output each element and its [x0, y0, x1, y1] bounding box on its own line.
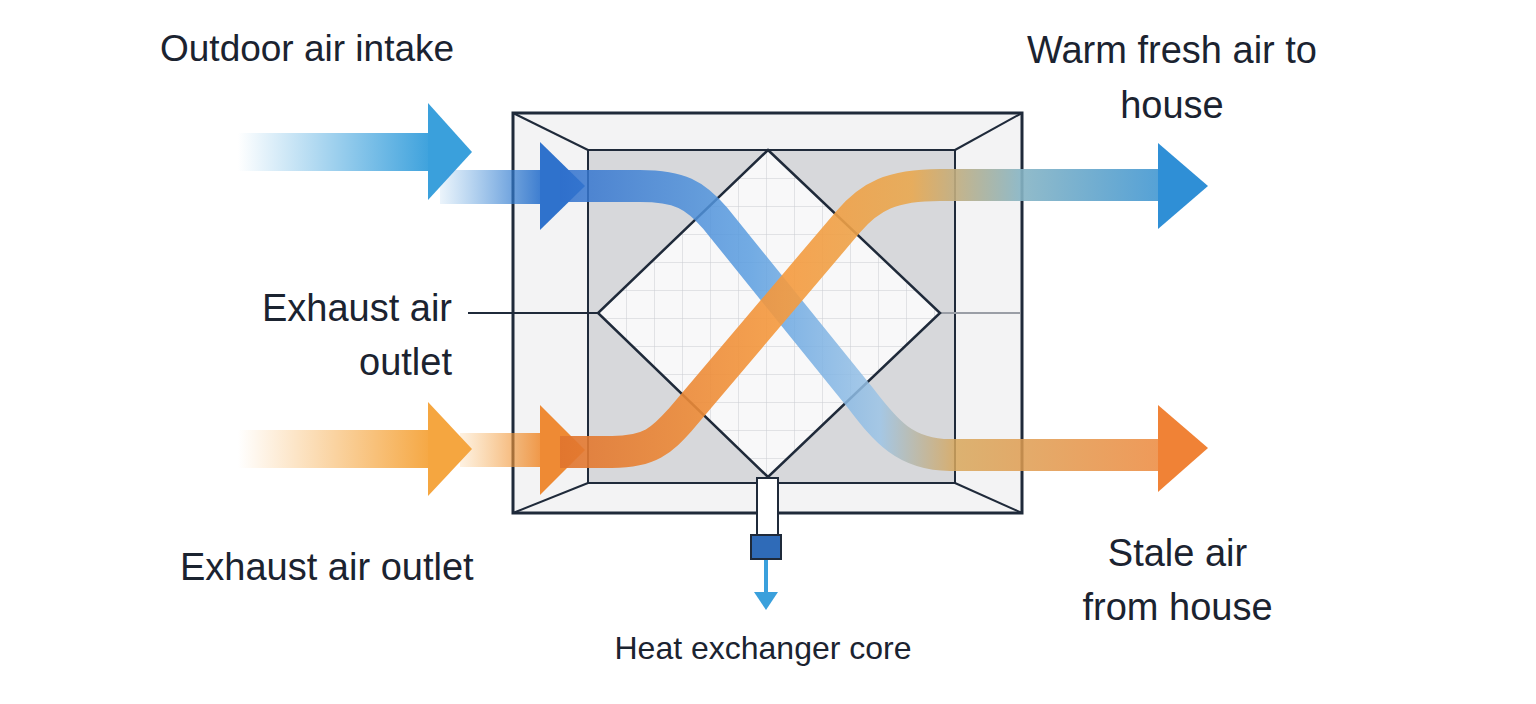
stale-air-band: [560, 185, 1162, 452]
callout-label: Exhaust air outlet: [192, 281, 452, 389]
leader-line: [468, 312, 598, 314]
flow-label: Stale air from house: [1070, 526, 1285, 634]
drain-valve: [751, 535, 781, 559]
housing-divider: [940, 312, 1020, 314]
fresh-air-band: [560, 186, 1162, 455]
stale-out-arrow-head: [1158, 405, 1208, 492]
exhaust-inner-shaft: [460, 433, 552, 467]
exhaust-arrow-shaft: [238, 430, 434, 468]
fresh-out-arrow-head: [1158, 143, 1208, 229]
drain-arrow-shaft: [764, 560, 768, 596]
intake-arrow-shaft: [238, 133, 434, 171]
flow-label: Exhaust air outlet: [180, 540, 540, 594]
drain-pipe: [757, 478, 778, 536]
flow-label: Outdoor air intake: [160, 22, 540, 75]
drain-arrow-head: [754, 592, 778, 610]
part-label: Heat exchanger core: [563, 628, 963, 668]
intake-inner-shaft: [440, 170, 550, 204]
flow-label: Warm fresh air to house: [1022, 23, 1322, 133]
